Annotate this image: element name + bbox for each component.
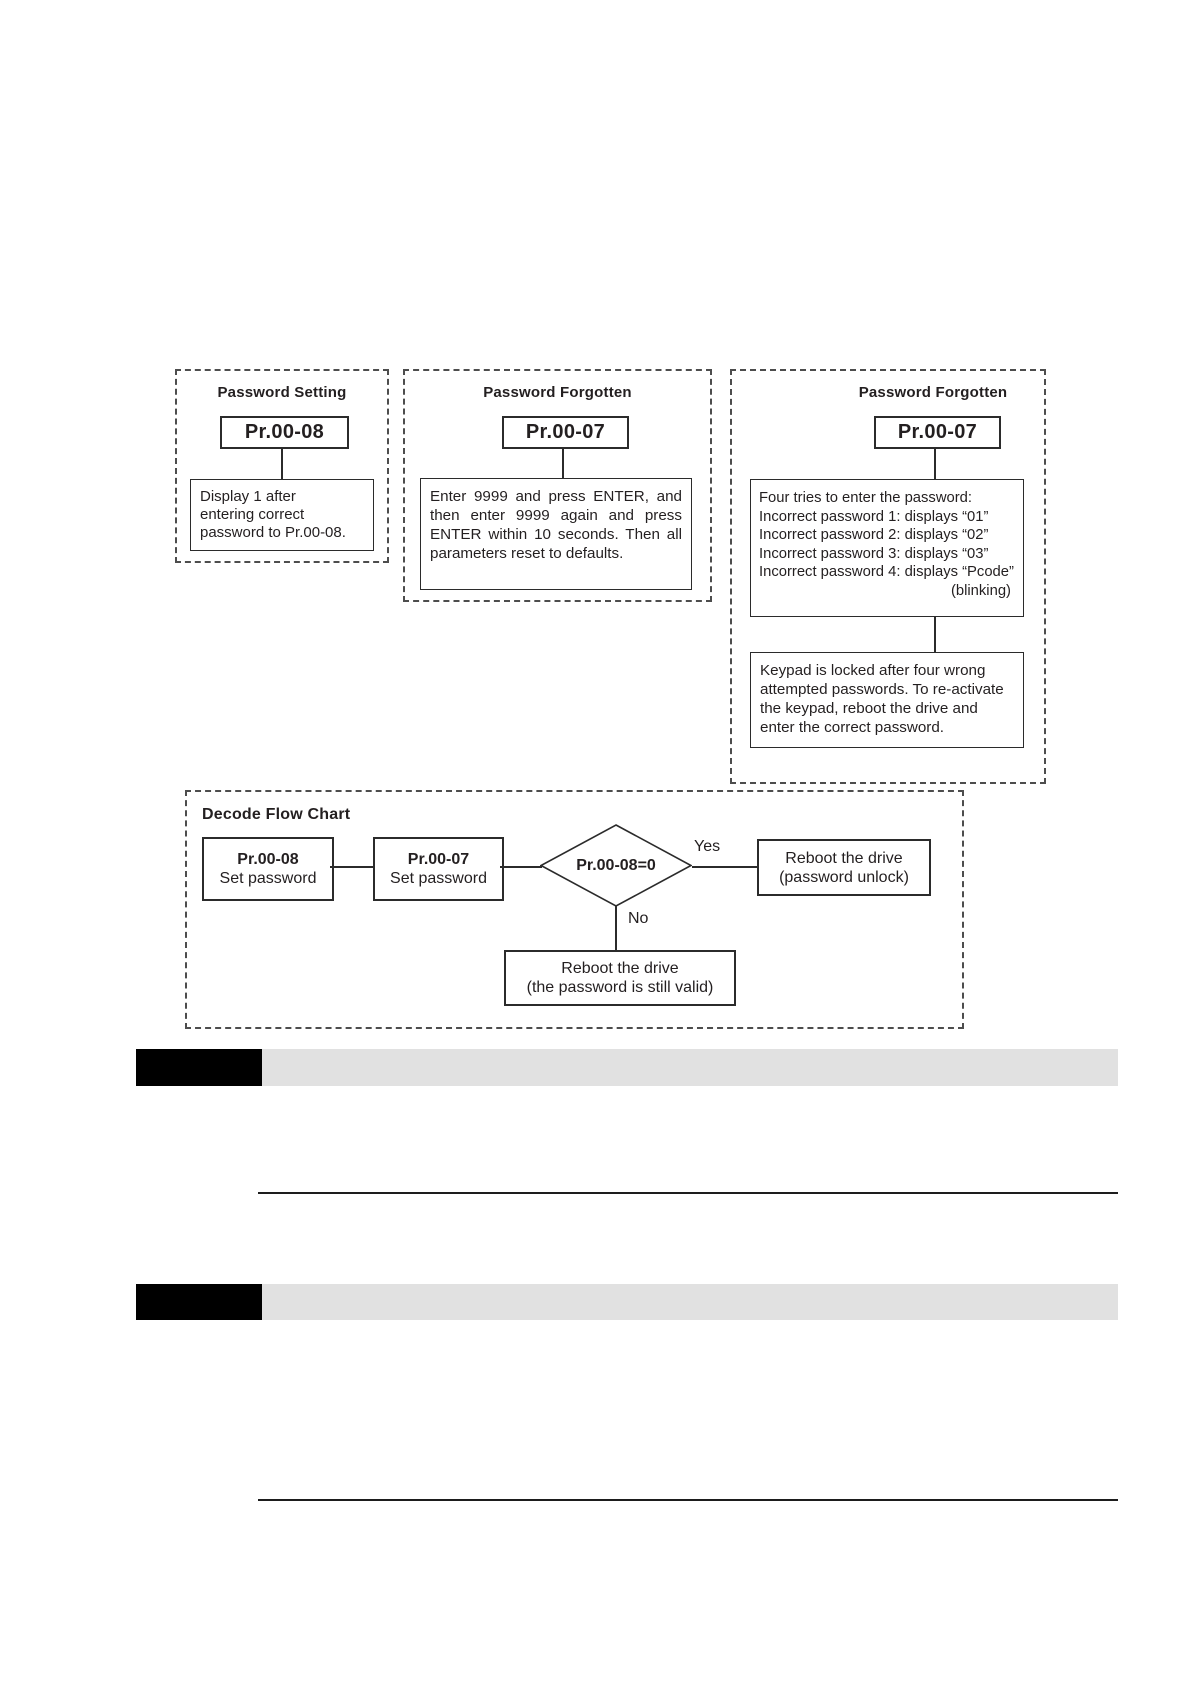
no-label: No [628, 910, 649, 927]
connector-line [615, 905, 617, 950]
keypad-lock-note: Keypad is locked after four wrong attemp… [750, 652, 1024, 748]
blinking-note: (blinking) [950, 582, 1011, 599]
tries-line: Four tries to enter the password: [759, 490, 973, 506]
password-forgotten-reset-title: Password Forgotten [483, 384, 632, 401]
password-forgotten-tries-flow: Password Forgotten Pr.00-07 Four tries t… [730, 369, 1046, 784]
redacted-parameter-block [136, 1049, 262, 1086]
flow-step-param: Pr.00-07 [407, 851, 470, 868]
decode-flow-chart-title: Decode Flow Chart [202, 806, 351, 823]
decision-diamond: Pr.00-08=0 [540, 824, 692, 907]
section-header-band [136, 1284, 1118, 1320]
param-box-pr00-07: Pr.00-07 [502, 416, 629, 449]
password-setting-title: Password Setting [217, 384, 347, 401]
flow-step-label: Set password [390, 870, 487, 887]
password-forgotten-reset-flow: Password Forgotten Pr.00-07 Enter 9999 a… [403, 369, 712, 602]
no-result-box: Reboot the drive (the password is still … [504, 950, 736, 1006]
gray-band [262, 1284, 1118, 1320]
tries-line: Incorrect password 2: displays “02” [759, 527, 989, 543]
param-box-pr00-08: Pr.00-08 [220, 416, 349, 449]
horizontal-rule [258, 1499, 1118, 1501]
tries-line: Incorrect password 1: displays “01” [759, 508, 989, 525]
flow-step-pr00-07: Pr.00-07 Set password [373, 837, 504, 901]
password-setting-note: Display 1 after entering correct passwor… [190, 479, 374, 551]
tries-line: Incorrect password 3: displays “03” [759, 545, 989, 562]
horizontal-rule [258, 1192, 1118, 1194]
connector-line [281, 447, 283, 479]
flow-step-label: Set password [219, 870, 317, 887]
decode-flow-chart: Decode Flow Chart Pr.00-08 Set password … [185, 790, 964, 1029]
flow-step-pr00-08: Pr.00-08 Set password [202, 837, 334, 901]
connector-line [692, 866, 757, 868]
yes-label: Yes [694, 838, 721, 855]
section-header-band [136, 1049, 1118, 1086]
connector-line [934, 617, 936, 652]
connector-line [934, 447, 936, 479]
password-forgotten-tries-title: Password Forgotten [858, 384, 1008, 401]
flow-step-param: Pr.00-08 [237, 851, 299, 868]
decision-label: Pr.00-08=0 [576, 856, 656, 874]
password-forgotten-reset-note: Enter 9999 and press ENTER, and then ent… [420, 478, 692, 590]
param-box-pr00-07: Pr.00-07 [874, 416, 1001, 449]
gray-band [262, 1049, 1118, 1086]
connector-line [562, 447, 564, 478]
tries-line: Incorrect password 4: displays “Pcode” [759, 564, 1014, 580]
password-setting-flow: Password Setting Pr.00-08 Display 1 afte… [175, 369, 389, 563]
password-tries-note: Four tries to enter the password: Incorr… [750, 479, 1024, 617]
connector-line [500, 866, 542, 868]
connector-line [330, 866, 373, 868]
yes-result-box: Reboot the drive (password unlock) [757, 839, 931, 896]
redacted-parameter-block [136, 1284, 262, 1320]
